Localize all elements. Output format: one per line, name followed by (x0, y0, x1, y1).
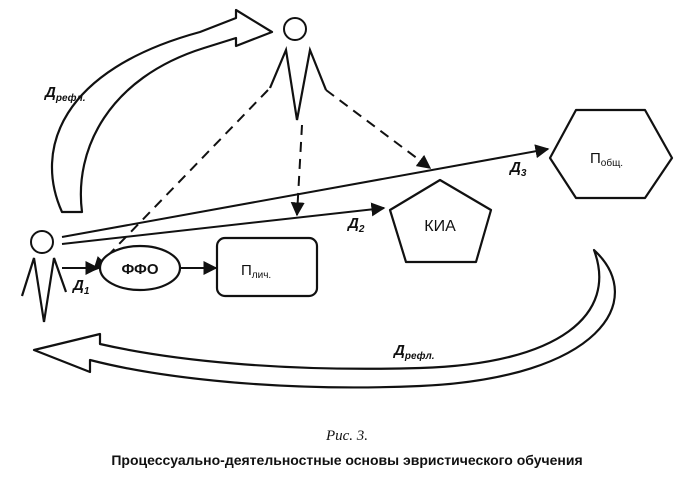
student-body-icon (20, 257, 68, 323)
arrow-d3 (61, 144, 550, 238)
node-p-lich (215, 236, 319, 298)
student-head-icon (30, 230, 54, 254)
label-d1: Д1 (71, 277, 90, 297)
label-d3: Д3 (508, 159, 527, 179)
node-ffo (98, 244, 182, 292)
figure-caption-number: Рис. 3. (325, 428, 369, 444)
dashed-arrow-to-d2 (290, 124, 305, 217)
dashed-arrow-to-ffo (93, 89, 269, 272)
figure-caption-title: Процессуально-деятельностные основы эври… (111, 452, 583, 468)
reflection-arrow-bottom (32, 248, 616, 389)
node-p-obsh (548, 108, 674, 200)
label-d2: Д2 (346, 215, 365, 235)
arrow-d2 (61, 202, 386, 245)
teacher-head-icon (283, 17, 307, 41)
teacher-body-icon (268, 46, 328, 121)
dashed-arrow-to-d3 (325, 89, 432, 169)
node-kia-label: КИА (424, 218, 456, 235)
node-p-lich-label: Плич. (241, 262, 271, 281)
reflection-arrow-top (50, 8, 274, 214)
label-d-refl-bottom: Дрефл. (392, 342, 434, 362)
node-kia (388, 178, 493, 264)
node-ffo-label: ФФО (121, 261, 158, 278)
node-p-obsh-label: Побщ. (590, 150, 623, 169)
label-d-refl-top: Дрефл. (43, 84, 85, 104)
